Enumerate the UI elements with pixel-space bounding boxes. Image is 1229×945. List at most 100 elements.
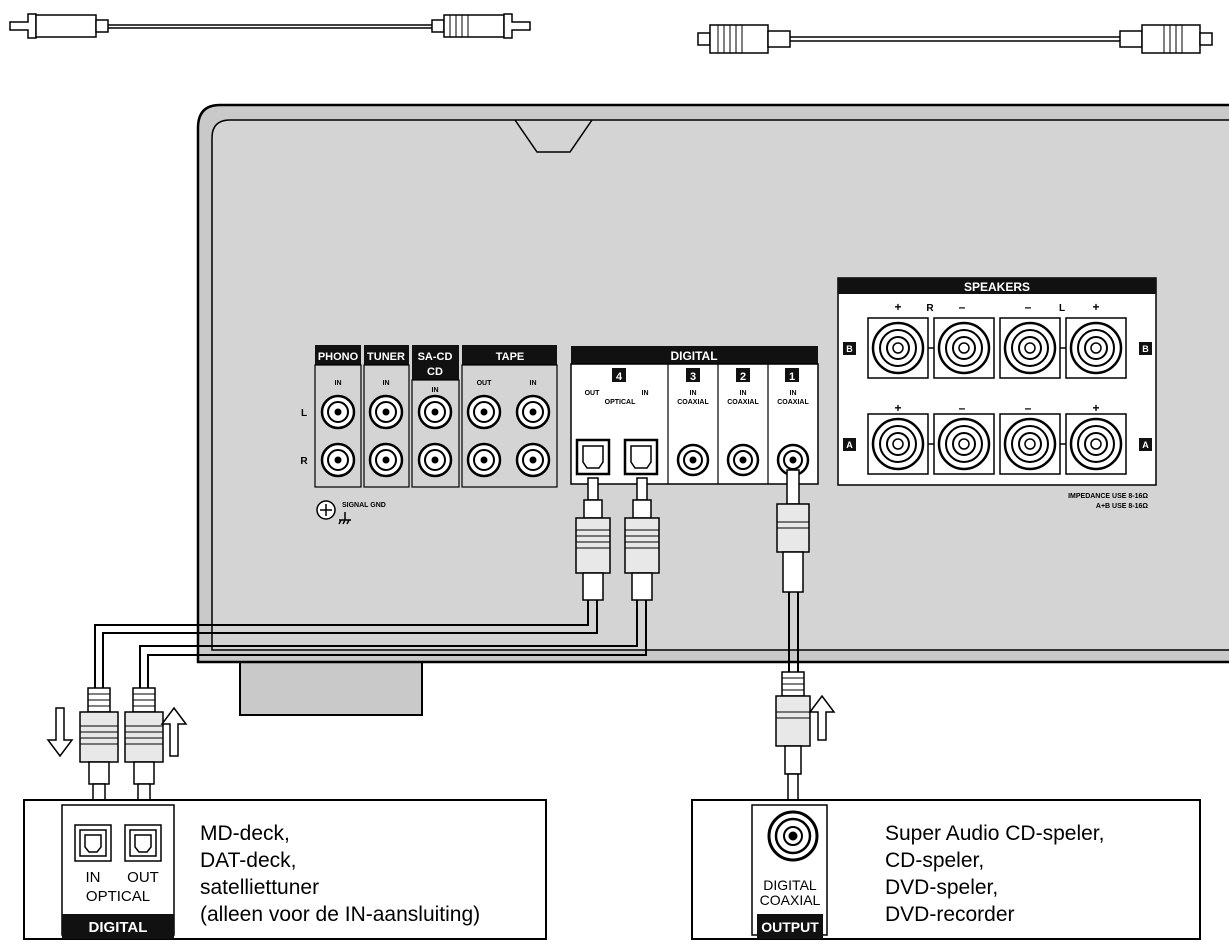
spk-a-r-plus: + — [894, 401, 901, 415]
signal-gnd-label: SIGNAL GND — [342, 502, 386, 509]
coaxial-jack — [776, 443, 810, 477]
optical-jack — [575, 438, 611, 476]
port-4-label: 4 — [616, 371, 623, 383]
device-optical-in-label: IN — [86, 869, 101, 886]
zone-a-right-label: A — [1142, 440, 1149, 450]
speakers-label: SPEAKERS — [964, 280, 1030, 294]
optical-jack — [623, 438, 659, 476]
speaker-terminal — [999, 413, 1061, 475]
coaxial-plug — [776, 469, 810, 593]
coaxial-jack — [676, 443, 710, 477]
sacd-label-line2: CD — [427, 366, 443, 378]
device-coaxial-label: COAXIAL — [760, 892, 821, 908]
rca-jack — [368, 442, 404, 478]
optical-plug — [79, 687, 119, 805]
coaxial-jack — [726, 443, 760, 477]
left-device-line: DAT-deck, — [200, 849, 297, 872]
rca-jack — [515, 442, 551, 478]
coax2-label: COAXIAL — [727, 399, 759, 406]
rca-jack — [368, 394, 404, 430]
sacd-label-line1: SA-CD — [418, 351, 453, 363]
rca-jack — [417, 442, 453, 478]
optical-plug — [575, 477, 611, 601]
impedance-line1: IMPEDANCE USE 8-16Ω — [1068, 493, 1148, 500]
optical-device-box: IN OUT OPTICAL DIGITAL — [23, 799, 547, 940]
impedance-line2: A+B USE 8-16Ω — [1096, 503, 1148, 510]
coax2-in-label: IN — [740, 390, 747, 397]
coax3-in-label: IN — [690, 390, 697, 397]
coaxial-jack — [767, 810, 819, 862]
coax1-in-label: IN — [790, 390, 797, 397]
rca-jack — [320, 442, 356, 478]
optical-cable-in — [139, 600, 647, 688]
arrow-down-icon — [46, 707, 74, 758]
coaxial-device-box: DIGITAL COAXIAL OUTPUT — [691, 799, 1201, 940]
coaxial-plug — [775, 671, 811, 805]
device-digital-label: DIGITAL — [89, 919, 148, 936]
optical-cable-out — [94, 600, 598, 688]
rca-jack — [417, 394, 453, 430]
optical-plug — [624, 477, 660, 601]
arrow-up-icon — [808, 694, 836, 741]
zone-b-left-label: B — [846, 344, 853, 354]
digital-inputs: DIGITAL 4 3 2 1 OUT IN OPTICAL IN COAXIA… — [570, 346, 819, 485]
spk-a-r-minus: – — [959, 401, 966, 415]
right-device-line: DVD-speler, — [885, 876, 999, 899]
right-channel-label: R — [300, 456, 308, 467]
left-device-line: satelliettuner — [200, 876, 320, 899]
zone-b-right-label: B — [1142, 344, 1149, 354]
optical-jack — [74, 824, 112, 862]
rca-jack — [466, 394, 502, 430]
analog-inputs: PHONO TUNER SA-CD CD TAPE IN IN IN OUT I… — [300, 345, 558, 525]
tuner-in-label: IN — [383, 380, 390, 387]
right-device-line: CD-speler, — [885, 849, 985, 872]
tape-out-label: OUT — [477, 380, 493, 387]
spk-r-minus: – — [959, 300, 966, 314]
port-3-label: 3 — [690, 371, 696, 383]
spk-r-label: R — [926, 303, 934, 314]
device-output-label: OUTPUT — [761, 919, 819, 935]
speaker-terminal — [867, 317, 929, 379]
speaker-terminals: SPEAKERS + R – – L + + – – + B B A A — [837, 277, 1157, 510]
device-digital-label: DIGITAL — [763, 877, 817, 893]
rca-jack — [466, 442, 502, 478]
tape-in-label: IN — [530, 380, 537, 387]
rca-jack — [320, 394, 356, 430]
right-device-line: DVD-recorder — [885, 903, 1015, 926]
spk-r-plus: + — [894, 300, 901, 314]
speaker-terminal — [933, 317, 995, 379]
spk-l-minus: – — [1025, 300, 1032, 314]
device-optical-label: OPTICAL — [86, 888, 150, 905]
tape-label: TAPE — [496, 351, 525, 363]
optical-cable-illustration — [697, 24, 1213, 54]
left-device-line: (alleen voor de IN-aansluiting) — [200, 903, 481, 926]
right-device-description: Super Audio CD-speler, CD-speler, DVD-sp… — [885, 820, 1104, 928]
digital-section-label: DIGITAL — [670, 349, 717, 363]
spk-a-l-plus: + — [1092, 401, 1099, 415]
arrow-up-icon — [160, 706, 188, 757]
spk-a-l-minus: – — [1025, 401, 1032, 415]
optical-out-label: OUT — [585, 390, 601, 397]
optical-label: OPTICAL — [605, 399, 636, 406]
coaxial-cable-illustration — [9, 13, 531, 39]
rca-jack — [515, 394, 551, 430]
left-device-description: MD-deck, DAT-deck, satelliettuner (allee… — [200, 820, 480, 928]
speaker-terminal — [933, 413, 995, 475]
speaker-terminal — [999, 317, 1061, 379]
phono-in-label: IN — [335, 380, 342, 387]
optical-plug — [124, 687, 164, 805]
spk-l-label: L — [1059, 303, 1065, 314]
speaker-terminal — [867, 413, 929, 475]
left-channel-label: L — [301, 408, 307, 419]
tuner-label: TUNER — [367, 351, 405, 363]
coax1-label: COAXIAL — [777, 399, 809, 406]
coax3-label: COAXIAL — [677, 399, 709, 406]
left-device-line: MD-deck, — [200, 822, 290, 845]
ground-screw-icon — [316, 500, 351, 525]
speaker-terminal — [1065, 317, 1127, 379]
optical-in-label: IN — [642, 390, 649, 397]
sacd-in-label: IN — [432, 387, 439, 394]
right-device-line: Super Audio CD-speler, — [885, 822, 1105, 845]
zone-a-left-label: A — [846, 440, 853, 450]
